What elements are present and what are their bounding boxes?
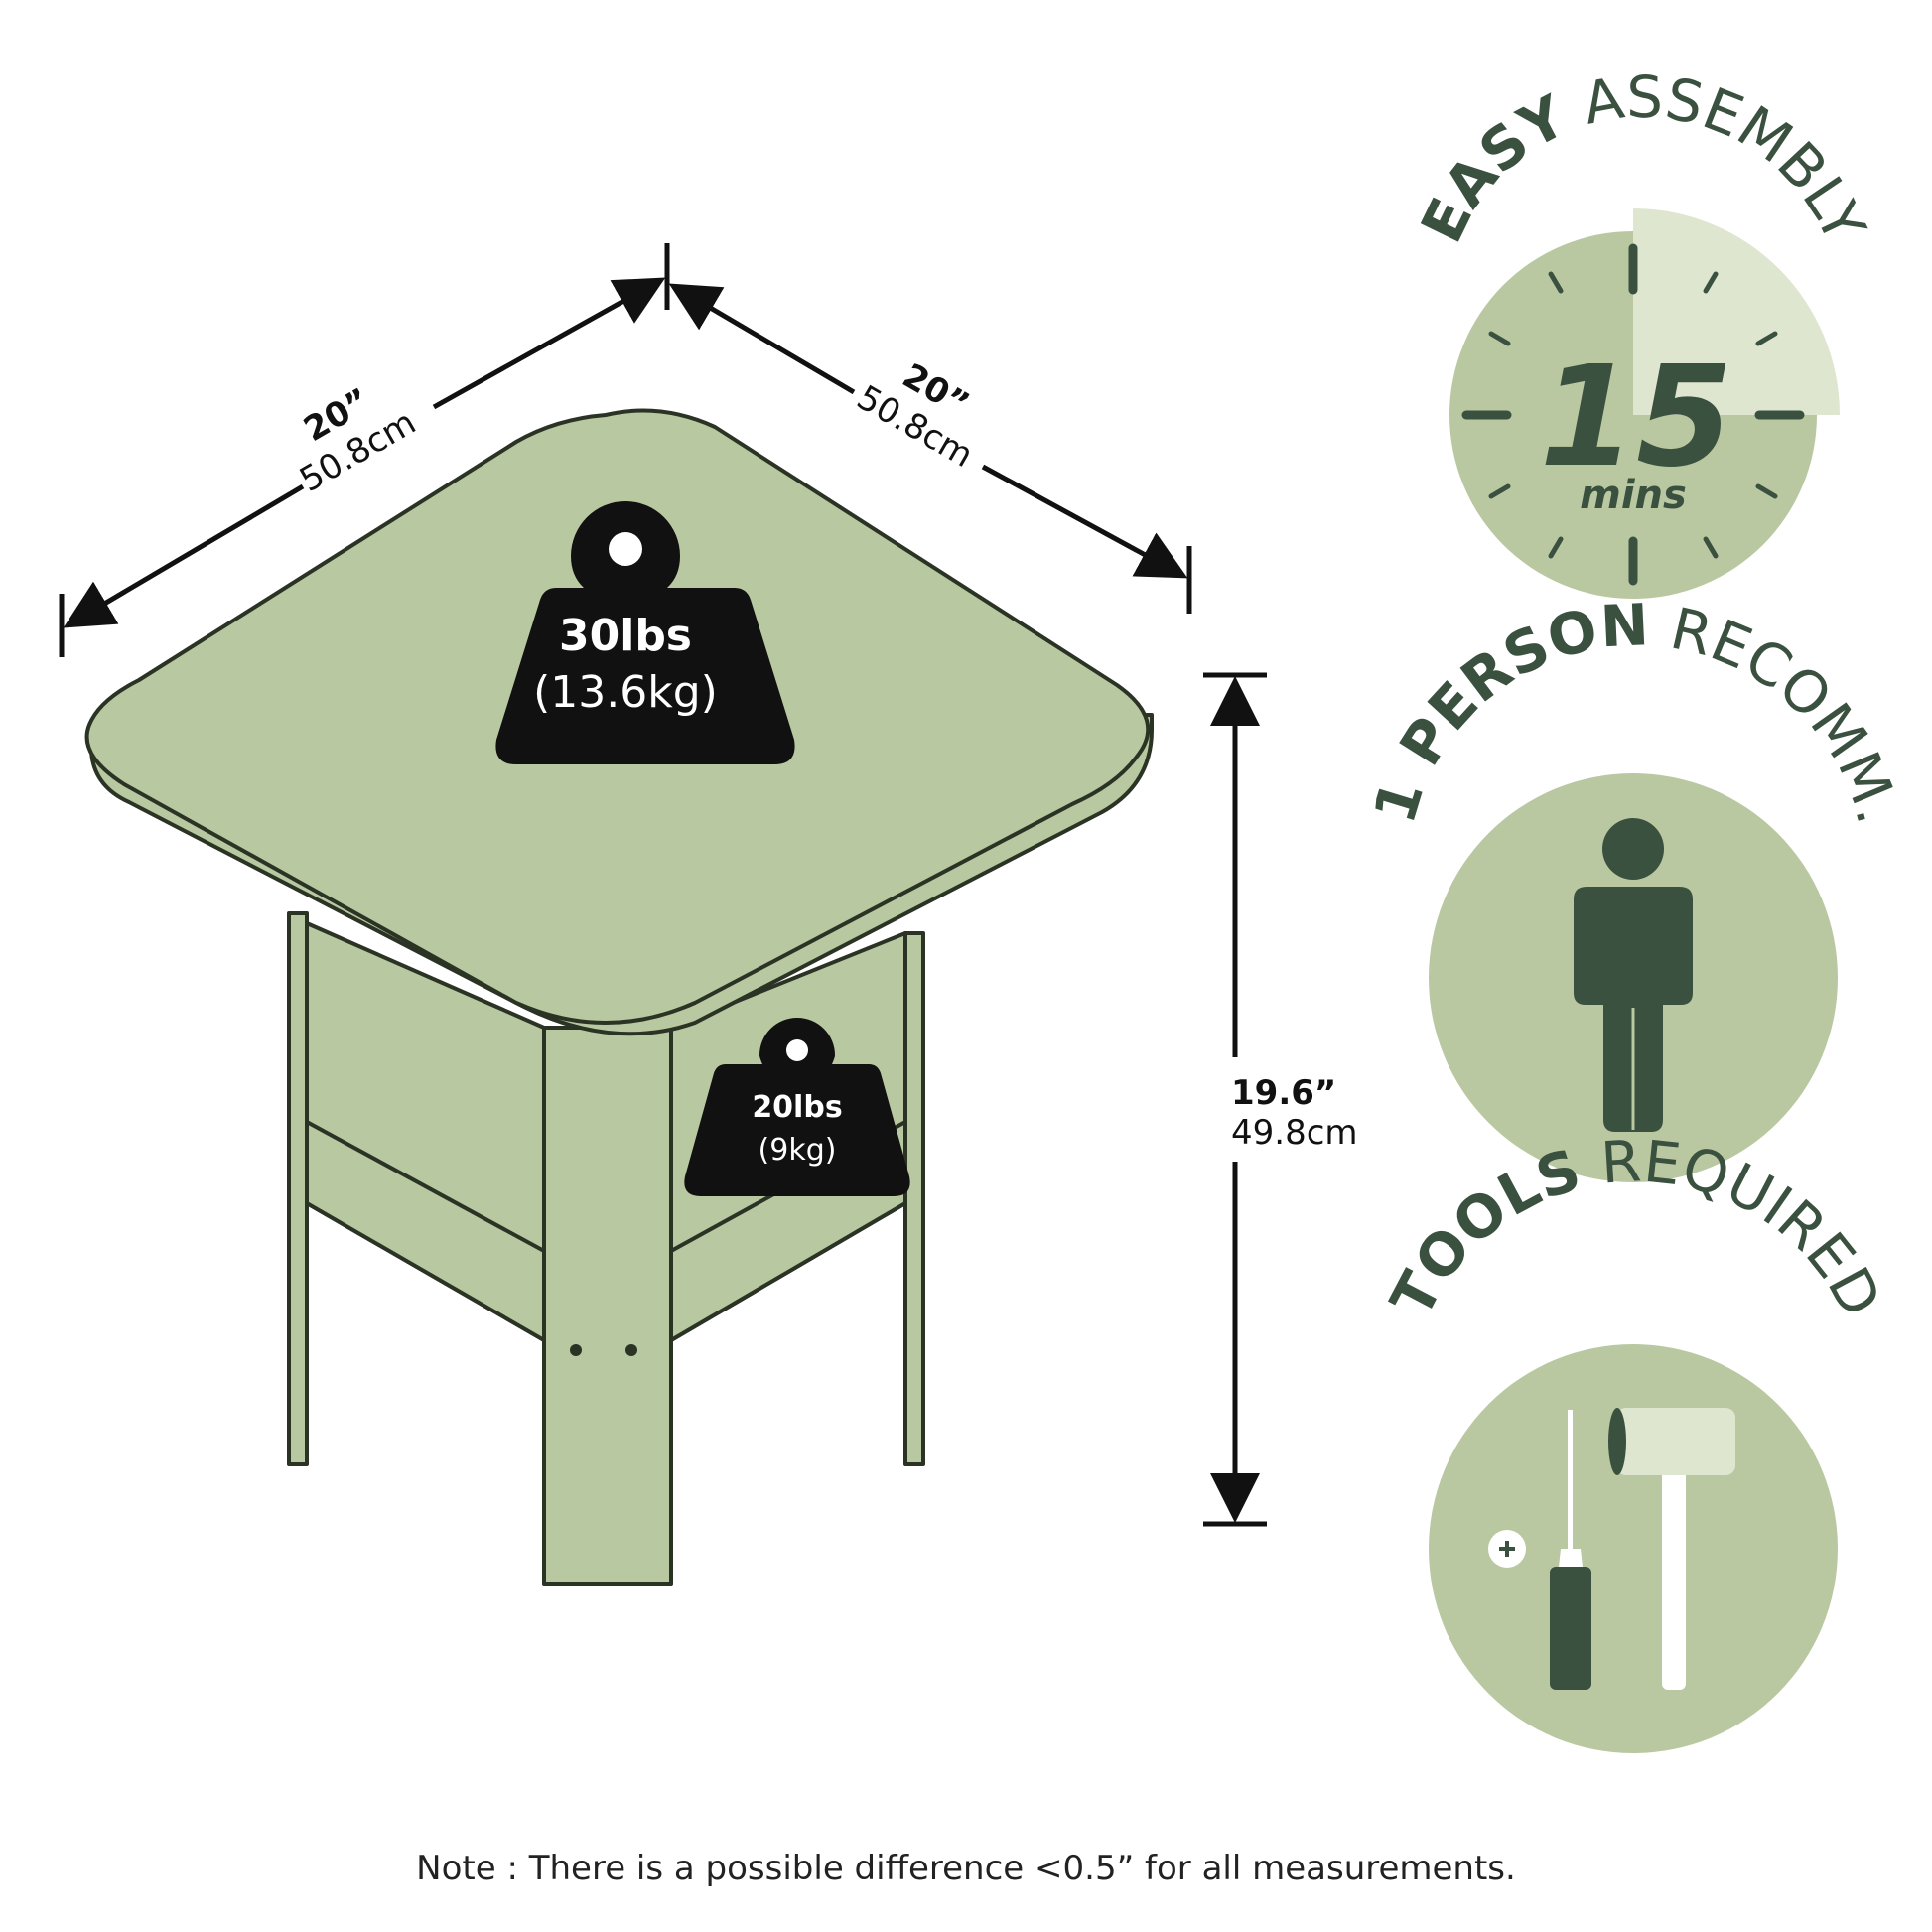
table-leg-front [542, 1026, 673, 1586]
table-leg-left [287, 911, 309, 1466]
dimension-height-cm: 49.8cm [1231, 1113, 1358, 1153]
shelf-weight-lbs: 20lbs [752, 1090, 842, 1125]
top-weight-lbs: 30lbs [559, 611, 692, 661]
weight-icon: 30lbs (13.6kg) [495, 501, 795, 764]
dimension-height-label: 19.6” 49.8cm [1231, 1073, 1358, 1153]
top-weight-kg: (13.6kg) [533, 667, 718, 718]
badge-one-person: 1 PERSON RECOMM. [1360, 591, 1912, 1182]
screwdriver-icon [1550, 1410, 1591, 1690]
assembly-unit: mins [1580, 473, 1687, 518]
shelf-weight-kg: (9kg) [759, 1133, 837, 1168]
assembly-minutes: 15 [1540, 337, 1733, 498]
weight-icon-shelf: 20lbs (9kg) [684, 1018, 910, 1196]
badge-tools-required: TOOLS REQUIRED [1377, 1127, 1895, 1753]
tools-title: TOOLS REQUIRED [1377, 1127, 1894, 1327]
hammer-icon [1608, 1408, 1735, 1690]
tools-icon [1488, 1408, 1735, 1690]
table-leg-right [903, 931, 925, 1466]
dimension-height-inches: 19.6” [1231, 1073, 1336, 1113]
badge-easy-assembly: 15 mins EASY ASSEMBLY [1408, 64, 1878, 599]
dimension-right-label: 20” 50.8cm [850, 356, 979, 476]
dimension-lines [59, 243, 1267, 1527]
person-icon [1574, 818, 1693, 1132]
dimension-left-label: 20” 50.8cm [293, 381, 422, 500]
measurement-note: Note : There is a possible difference <0… [416, 1849, 1516, 1888]
